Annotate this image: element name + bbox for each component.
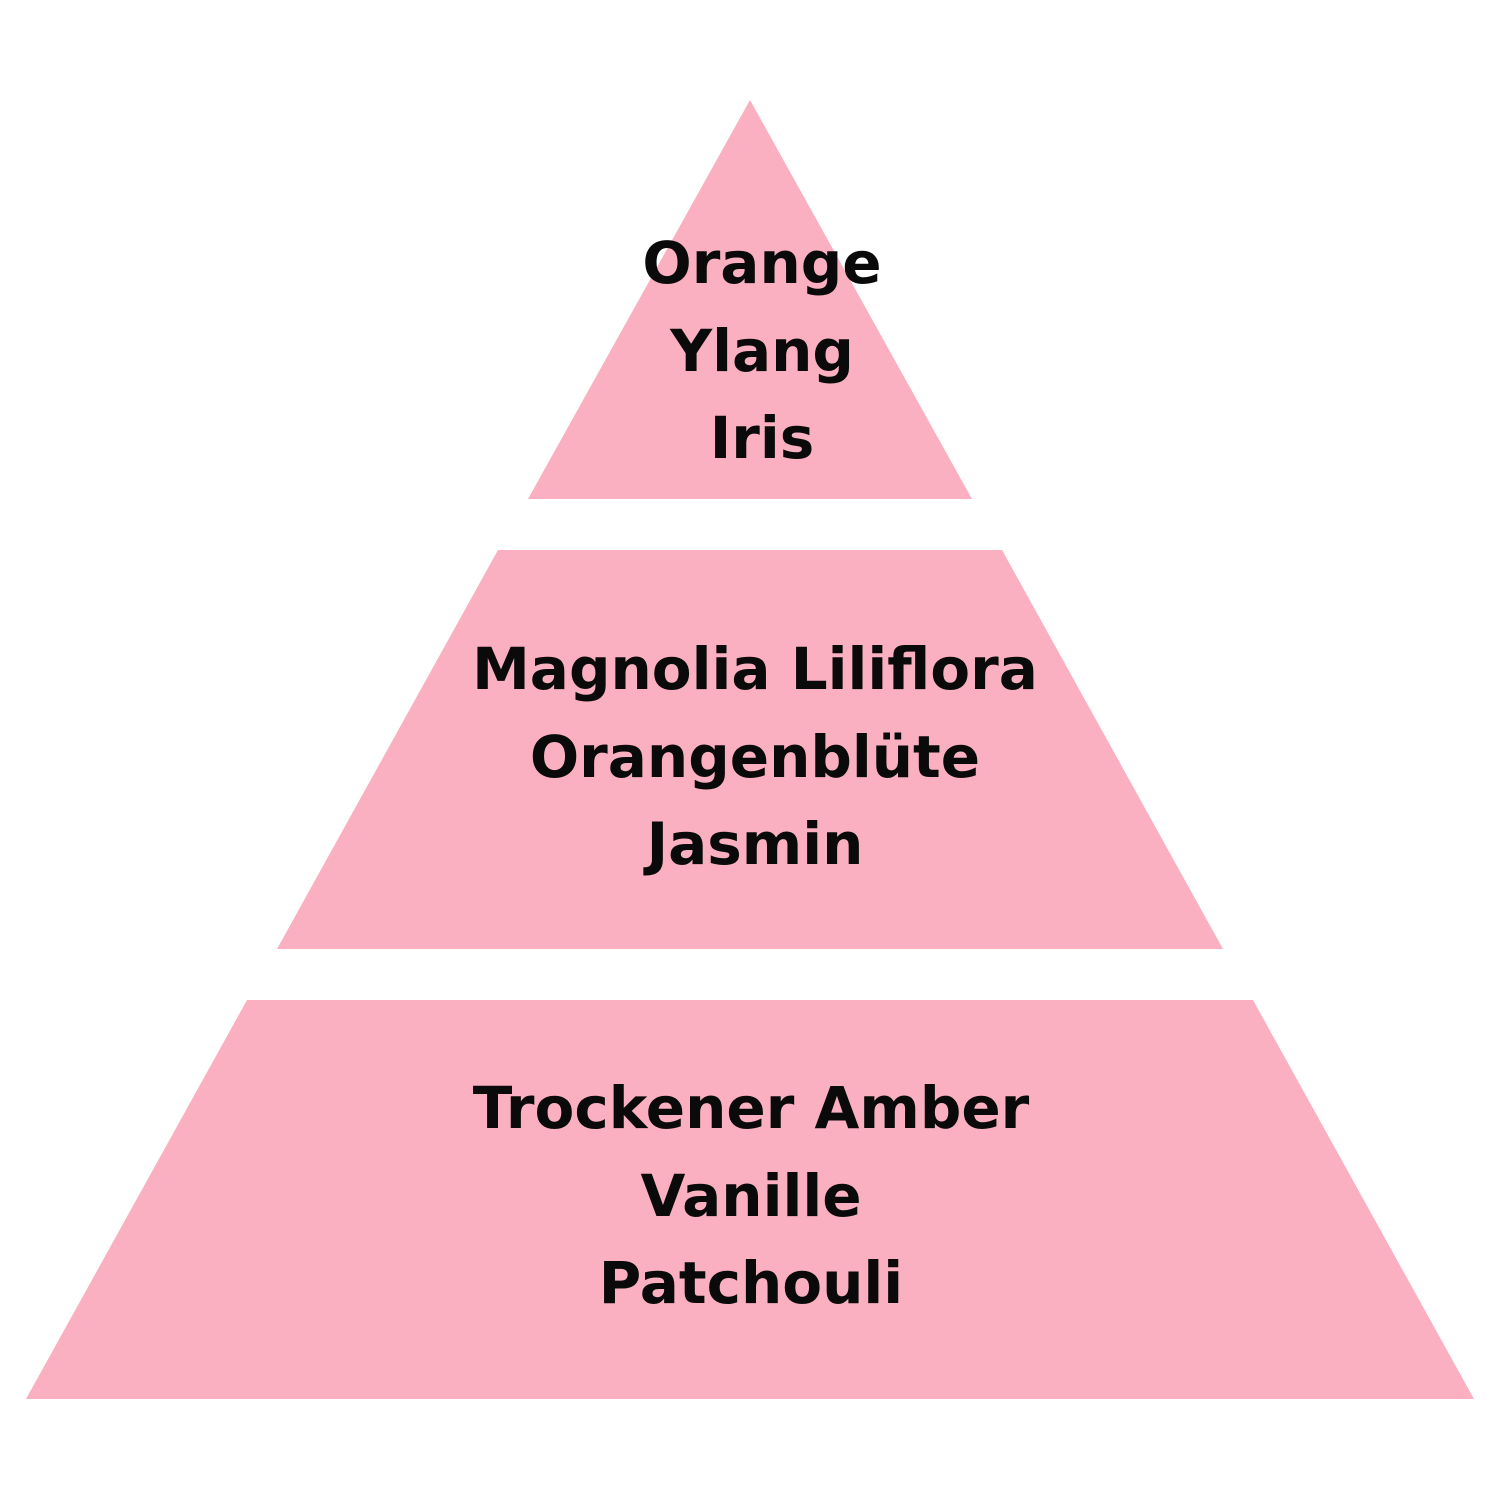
tier-middle-note: Jasmin [643,810,864,878]
tier-middle-note: Magnolia Liliflora [472,635,1038,703]
tier-bottom-shape [26,1000,1474,1399]
tier-top-note: Iris [710,404,815,472]
tier-middle-shape [277,550,1223,949]
tier-top-note: Ylang [669,317,854,385]
tier-middle-note: Orangenblüte [530,723,980,791]
tier-bottom-note: Vanille [640,1162,861,1230]
tier-top-shape [528,100,972,499]
tier-bottom-note: Trockener Amber [473,1074,1030,1142]
pyramid-tier-bottom: Trockener Amber Vanille Patchouli [26,1000,1474,1399]
tier-bottom-note: Patchouli [599,1249,903,1317]
pyramid-tier-top: Orange Ylang Iris [528,100,972,499]
tier-top-note: Orange [642,229,881,297]
pyramid-tier-middle: Magnolia Liliflora Orangenblüte Jasmin [277,550,1223,949]
